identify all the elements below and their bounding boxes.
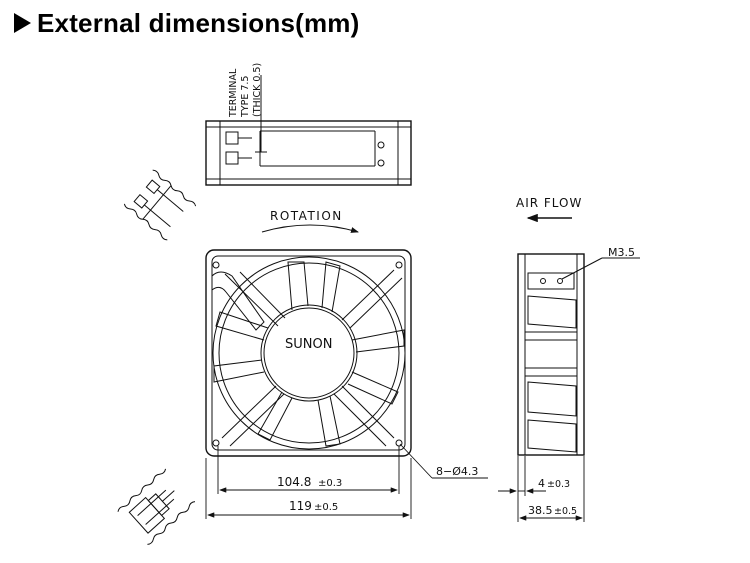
holes-label: 8−Ø4.3: [436, 465, 478, 478]
dim-depth-value: 38.5: [528, 504, 553, 517]
side-view: [517, 253, 640, 456]
dim-flange-value: 4: [538, 477, 545, 490]
front-view: [205, 249, 412, 457]
terminal-detail-bottom: [117, 468, 196, 545]
dim-inner-tolerance: ±0.3: [318, 478, 342, 489]
section-header: External dimensions(mm): [14, 6, 359, 40]
front-dimensions: [205, 443, 488, 519]
terminal-type-label: TYPE 7.5: [240, 76, 251, 118]
dim-inner-value: 104.8: [277, 475, 311, 489]
screw-label: M3.5: [608, 246, 635, 259]
dim-outer-tolerance: ±0.5: [314, 502, 338, 513]
rotation-label: ROTATION: [270, 209, 343, 223]
terminal-detail-top: [123, 169, 197, 241]
mounting-hole: [212, 261, 220, 269]
side-dimensions: [498, 456, 585, 522]
mounting-hole: [395, 261, 403, 269]
page-title: External dimensions(mm): [37, 7, 360, 38]
terminal-label: TERMINAL: [228, 68, 239, 118]
air-flow-label: AIR FLOW: [516, 196, 582, 210]
top-view: [205, 75, 412, 186]
mounting-hole: [212, 439, 220, 447]
brand-label: SUNON: [285, 337, 332, 352]
triangle-bullet-icon: [14, 13, 31, 33]
terminal-thickness-label: (THICK 0.5): [252, 63, 263, 117]
dim-depth-tolerance: ±0.5: [554, 506, 577, 517]
terminal-note: TERMINAL TYPE 7.5 (THICK 0.5): [228, 63, 263, 118]
dim-outer-value: 119: [289, 499, 312, 513]
rotation-arrow-icon: [261, 224, 359, 233]
dim-flange-tolerance: ±0.3: [547, 479, 570, 490]
